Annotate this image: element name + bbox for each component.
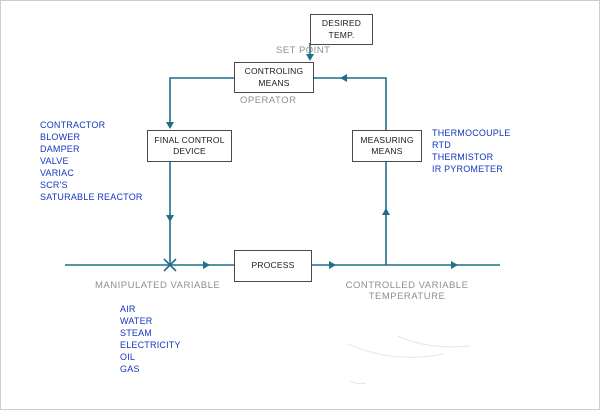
measuring-means-box: MEASURING MEANS	[352, 130, 422, 162]
manipulated-variable-label: MANIPULATED VARIABLE	[95, 280, 221, 291]
list-item: VALVE	[40, 156, 69, 166]
list-item: BLOWER	[40, 132, 81, 142]
list-item: GAS	[120, 364, 140, 374]
final-control-device-box: FINAL CONTROL DEVICE	[147, 130, 232, 162]
list-item: WATER	[120, 316, 153, 326]
arrow-left-feedback	[340, 74, 347, 82]
arrow-down-actuator	[166, 215, 174, 222]
manipulated-examples-list: AIR WATER STEAM ELECTRICITY OIL GAS	[120, 303, 181, 375]
list-item: SCR'S	[40, 180, 68, 190]
junction-x-mark	[163, 258, 177, 272]
final-control-examples-list: CONTRACTOR BLOWER DAMPER VALVE VARIAC SC…	[40, 119, 143, 203]
arrow-right-output	[451, 261, 458, 269]
smudge-artifact	[347, 335, 471, 385]
list-item: AIR	[120, 304, 136, 314]
set-point-label: SET POINT	[276, 45, 331, 56]
controller-output-line	[169, 77, 234, 128]
list-item: SATURABLE REACTOR	[40, 192, 143, 202]
arrow-right-into-process	[203, 261, 210, 269]
operator-label: OPERATOR	[240, 95, 297, 106]
list-item: CONTRACTOR	[40, 120, 106, 130]
feedback-line	[314, 77, 387, 130]
process-box: PROCESS	[234, 250, 312, 282]
list-item: VARIAC	[40, 168, 75, 178]
arrow-up-measurement	[382, 208, 390, 215]
list-item: THERMISTOR	[432, 152, 494, 162]
list-item: ELECTRICITY	[120, 340, 181, 350]
arrow-down-setpoint	[306, 54, 314, 61]
arrow-right-after-process	[329, 261, 336, 269]
controlled-variable-label: CONTROLLED VARIABLE TEMPERATURE	[345, 280, 469, 302]
list-item: STEAM	[120, 328, 153, 338]
controlling-means-box: CONTROLING MEANS	[234, 62, 314, 93]
list-item: OIL	[120, 352, 136, 362]
measuring-examples-list: THERMOCOUPLE RTD THERMISTOR IR PYROMETER	[432, 127, 510, 175]
list-item: IR PYROMETER	[432, 164, 503, 174]
list-item: RTD	[432, 140, 451, 150]
list-item: THERMOCOUPLE	[432, 128, 511, 138]
arrowheads	[166, 54, 458, 269]
arrow-down-into-final-control	[166, 122, 174, 129]
list-item: DAMPER	[40, 144, 80, 154]
desired-temp-box: DESIRED TEMP.	[310, 14, 373, 45]
